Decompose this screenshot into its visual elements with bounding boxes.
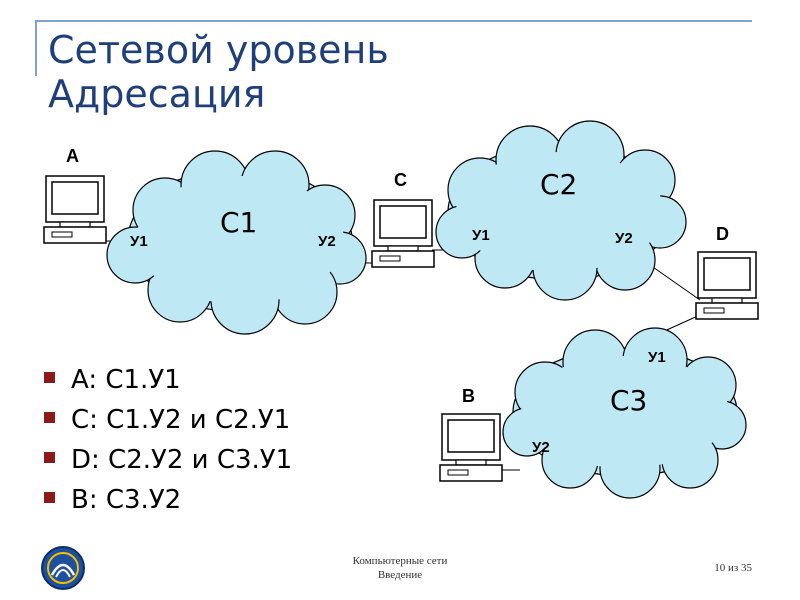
list-item-text: C: C1.У2 и C2.У1 (71, 405, 291, 435)
footer-course: Компьютерные сети Введение (330, 554, 470, 582)
title-line-2: Адресация (48, 72, 266, 116)
bullet-square-icon (44, 372, 55, 383)
footer-line-2: Введение (377, 569, 423, 581)
host-c-label: C (394, 170, 407, 190)
cloud-c1-label: C1 (220, 206, 257, 239)
c3-port-u2: У2 (532, 439, 550, 456)
cloud-c3-label: C3 (610, 384, 647, 417)
list-item-text: A: C1.У1 (71, 365, 181, 395)
cloud-c2 (435, 120, 687, 301)
header-side-rule (35, 20, 37, 76)
host-b-computer-icon (439, 413, 503, 482)
c3-port-u1: У1 (648, 349, 666, 366)
bullet-square-icon (44, 492, 55, 503)
list-item: D: C2.У2 и C3.У1 (44, 440, 292, 480)
bullet-square-icon (44, 452, 55, 463)
list-item: A: C1.У1 (44, 360, 292, 400)
list-item-text: D: C2.У2 и C3.У1 (71, 445, 293, 475)
c1-port-u1: У1 (130, 233, 148, 250)
host-a-computer-icon (43, 175, 107, 244)
host-a-label: A (66, 146, 79, 166)
host-c-computer-icon (371, 199, 435, 268)
title-line-1: Сетевой уровень (48, 28, 389, 72)
bullet-square-icon (44, 412, 55, 423)
c2-port-u1: У1 (472, 227, 490, 244)
host-d-label: D (716, 224, 729, 244)
list-item: B: C3.У2 (44, 480, 292, 520)
addressing-list: A: C1.У1 C: C1.У2 и C2.У1 D: C2.У2 и C3.… (44, 360, 292, 520)
host-d-computer-icon (695, 251, 759, 320)
list-item-text: B: C3.У2 (71, 485, 182, 515)
cloud-c3 (502, 327, 747, 499)
slide-title: Сетевой уровень Адресация (48, 28, 389, 116)
c1-port-u2: У2 (318, 233, 336, 250)
list-item: C: C1.У2 и C2.У1 (44, 400, 292, 440)
footer-line-1: Компьютерные сети (352, 555, 448, 567)
cloud-c1 (106, 150, 367, 335)
page-number: 10 из 35 (714, 562, 752, 574)
university-logo-icon (41, 546, 85, 590)
host-b-label: B (462, 386, 475, 406)
cloud-c2-label: C2 (540, 168, 577, 201)
c2-port-u2: У2 (615, 230, 633, 247)
header-rule (35, 20, 752, 22)
